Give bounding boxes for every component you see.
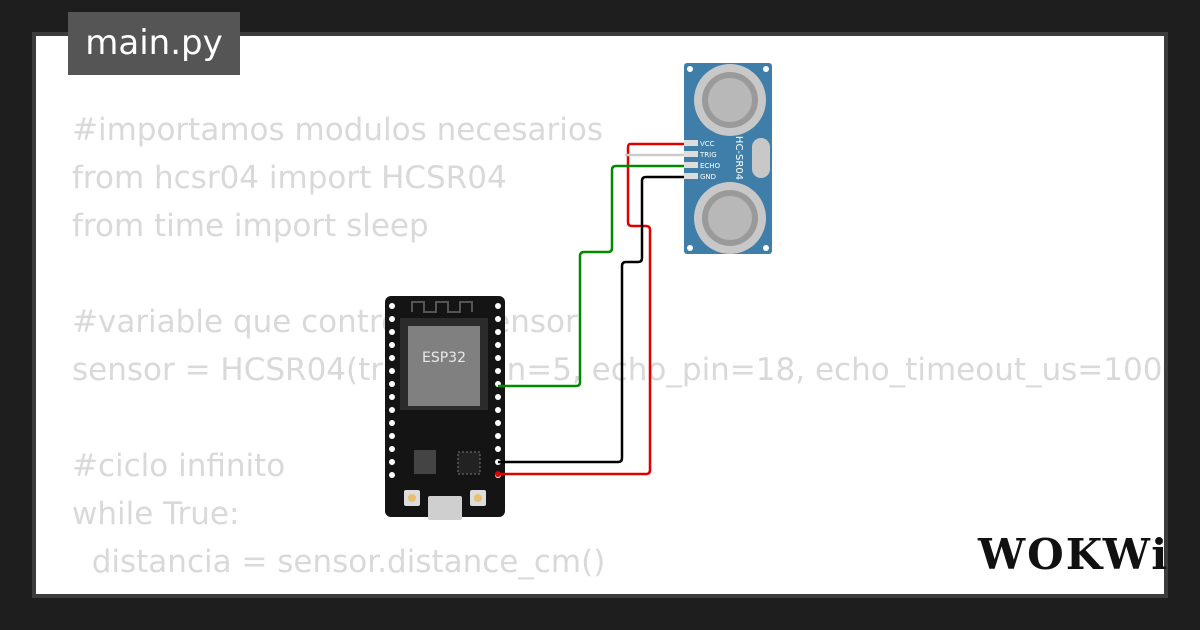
crystal-oscillator <box>752 138 770 178</box>
file-tab[interactable]: main.py <box>68 12 240 75</box>
wire-echo[interactable] <box>498 164 684 388</box>
sensor-label: HC-SR04 <box>733 136 744 180</box>
pin-label-echo: ECHO <box>700 162 721 170</box>
esp32-board[interactable]: ESP32 <box>385 296 505 520</box>
esp32-shield <box>408 326 480 406</box>
esp32-left-pins <box>389 303 395 478</box>
code-line: #ciclo infinito <box>72 448 286 484</box>
code-line: while True: <box>72 496 240 532</box>
wokwi-logo[interactable]: WOKWi <box>978 530 1170 579</box>
code-line: from time import sleep <box>72 208 429 244</box>
code-line: distancia = sensor.distance_cm() <box>72 544 606 580</box>
usb-chip <box>457 451 481 475</box>
antenna-trace <box>411 301 473 313</box>
code-line: print("distancia: ", distancia, "cm") <box>72 586 1164 594</box>
wire-vcc[interactable] <box>498 142 684 476</box>
usb-port <box>428 496 462 520</box>
hc-sr04-sensor[interactable]: HC-SR04 VCC TRIG ECHO GND <box>684 63 772 254</box>
sensor-pins <box>684 140 698 179</box>
voltage-regulator <box>414 450 436 474</box>
code-line: #importamos modulos necesarios <box>72 112 604 148</box>
pin-label-trig: TRIG <box>699 151 717 159</box>
transducer-top <box>694 64 766 136</box>
pin-connector <box>495 471 501 477</box>
wire-gnd[interactable] <box>498 175 684 464</box>
pin-label-gnd: GND <box>700 173 716 181</box>
pin-label-vcc: VCC <box>700 140 715 148</box>
code-line: from hcsr04 import HCSR04 <box>72 160 507 196</box>
transducer-bottom <box>694 182 766 254</box>
esp32-label: ESP32 <box>422 350 466 366</box>
